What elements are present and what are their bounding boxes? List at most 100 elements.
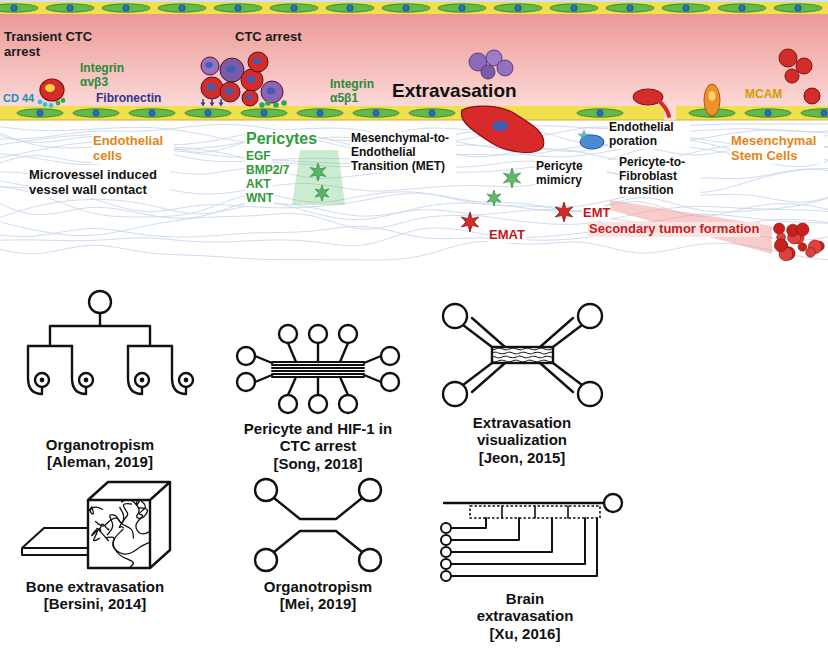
tumor-cell — [785, 69, 799, 83]
pericyte — [487, 190, 501, 206]
microfluidic-chip — [492, 356, 553, 359]
microfluidic-chip — [451, 518, 552, 552]
microfluidic-chip — [123, 500, 139, 505]
microfluidic-chip — [441, 535, 451, 545]
citation-text: [Jeon, 2015] — [479, 449, 566, 466]
microfluidic-chip — [237, 347, 255, 365]
integrin-marker — [273, 102, 279, 108]
mesenchymal-stem-cell — [709, 91, 716, 101]
endothelial-cell — [821, 110, 827, 116]
microfluidic-chip — [339, 325, 357, 343]
blood-vessel — [0, 106, 828, 120]
tumor-cell — [201, 77, 223, 99]
microfluidic-chip — [22, 291, 622, 615]
pericyte — [503, 168, 520, 188]
endothelial-cell — [297, 109, 343, 117]
cell-label: Pericytes — [245, 130, 318, 148]
process-label: Mesenchymal-to-Endothelial Transition (M… — [350, 132, 456, 173]
citation-text: [Aleman, 2019] — [47, 453, 153, 470]
microfluidic-chip — [255, 549, 277, 571]
endothelial-cell — [214, 4, 262, 12]
molecule-label: WNT — [245, 192, 274, 206]
molecule-label: Integrin α5β1 — [330, 78, 390, 106]
microfluidic-chip — [88, 482, 170, 568]
tumor-cell — [40, 79, 64, 101]
transitioning-cell — [461, 212, 478, 232]
endothelial-cell — [627, 5, 633, 11]
cd44-marker — [49, 103, 54, 108]
microfluidic-chip — [92, 529, 101, 541]
endothelial-cell — [17, 109, 63, 117]
endothelial-cell — [261, 110, 267, 116]
secondary-tumor — [774, 223, 785, 234]
microfluidic-chip — [502, 506, 568, 518]
integrin-marker — [61, 98, 66, 103]
microfluidic-chip — [381, 373, 399, 391]
integrin-marker — [259, 102, 265, 108]
microfluidic-chip — [89, 507, 103, 514]
microfluidic-chip — [604, 494, 622, 512]
tumor-cell — [497, 60, 513, 76]
endothelial-cell — [0, 4, 828, 117]
fibroblast-cell — [577, 129, 604, 149]
process-label: Secondary tumor formation — [588, 222, 760, 237]
microfluidic-chip — [89, 500, 150, 568]
microfluidic-chip — [441, 547, 451, 557]
microfluidic-chip — [492, 352, 553, 354]
endothelial-cell — [801, 109, 828, 117]
microfluidic-chip — [443, 382, 467, 406]
microfluidic-chip — [381, 347, 399, 365]
endothelial-cell — [550, 4, 598, 12]
endothelial-cell — [373, 110, 379, 116]
endothelial-cell — [745, 109, 791, 117]
fibronectin-arrow — [211, 99, 213, 103]
microfluidic-chip — [359, 549, 381, 571]
extracellular-matrix — [0, 219, 828, 238]
blood-vessel — [0, 0, 828, 2]
tumor-cell — [461, 106, 543, 152]
tumor-cell — [220, 58, 244, 82]
caption-text: Brain extravasation — [470, 590, 580, 625]
endothelial-cell — [235, 5, 241, 11]
microfluidic-chip — [279, 325, 297, 343]
cell-label: Mesenchymal Stem Cells — [730, 134, 824, 164]
cd44-marker — [38, 100, 43, 105]
microfluidic-chip — [309, 395, 327, 413]
microfluidic-chip — [35, 373, 49, 387]
process-label: Pericyte-to-Fibroblast transition — [618, 156, 700, 197]
microfluidic-chip — [492, 360, 553, 362]
caption-text: Pericyte and HIF-1 in CTC arrest — [232, 420, 404, 455]
process-label: Microvessel induced vessel wall contact — [28, 168, 170, 198]
endothelial-cell — [158, 4, 206, 12]
microfluidic-chip — [89, 291, 111, 313]
endothelial-cell — [129, 109, 175, 117]
fibronectin-arrow — [220, 99, 222, 103]
endothelial-cell — [494, 4, 542, 12]
tumor-cell — [267, 87, 276, 94]
microfluidic-chip — [179, 373, 193, 387]
caption-text: Organotropism — [30, 436, 170, 453]
microfluidic-chip — [40, 378, 45, 383]
cell-label: Endothelial cells — [92, 134, 174, 164]
molecule-label: Fibronectin — [96, 92, 161, 106]
molecule-label: AKT — [245, 178, 272, 192]
microfluidic-chip — [288, 343, 348, 395]
microfluidic-chip — [113, 529, 133, 568]
blood-vessel — [0, 120, 828, 121]
microfluidic-chip — [274, 498, 362, 552]
tumor-cell — [226, 65, 236, 73]
secondary-tumor — [806, 248, 816, 258]
molecule-label: Integrin αvβ3 — [80, 62, 140, 90]
fibronectin-arrow — [202, 99, 204, 103]
microfluidic-chip — [119, 504, 132, 529]
endothelial-cell — [270, 4, 318, 12]
microfluidic-chip — [272, 370, 364, 372]
endothelial-cell — [102, 4, 150, 12]
microfluidic-chip — [184, 378, 189, 383]
endothelial-cell — [317, 110, 323, 116]
caption-text: Organotropism — [248, 578, 388, 595]
integrin-marker — [281, 100, 287, 106]
tumor-cell — [246, 94, 252, 99]
cell-label: CTC arrest — [235, 30, 301, 45]
molecule-label: BMP2/7 — [245, 164, 290, 178]
